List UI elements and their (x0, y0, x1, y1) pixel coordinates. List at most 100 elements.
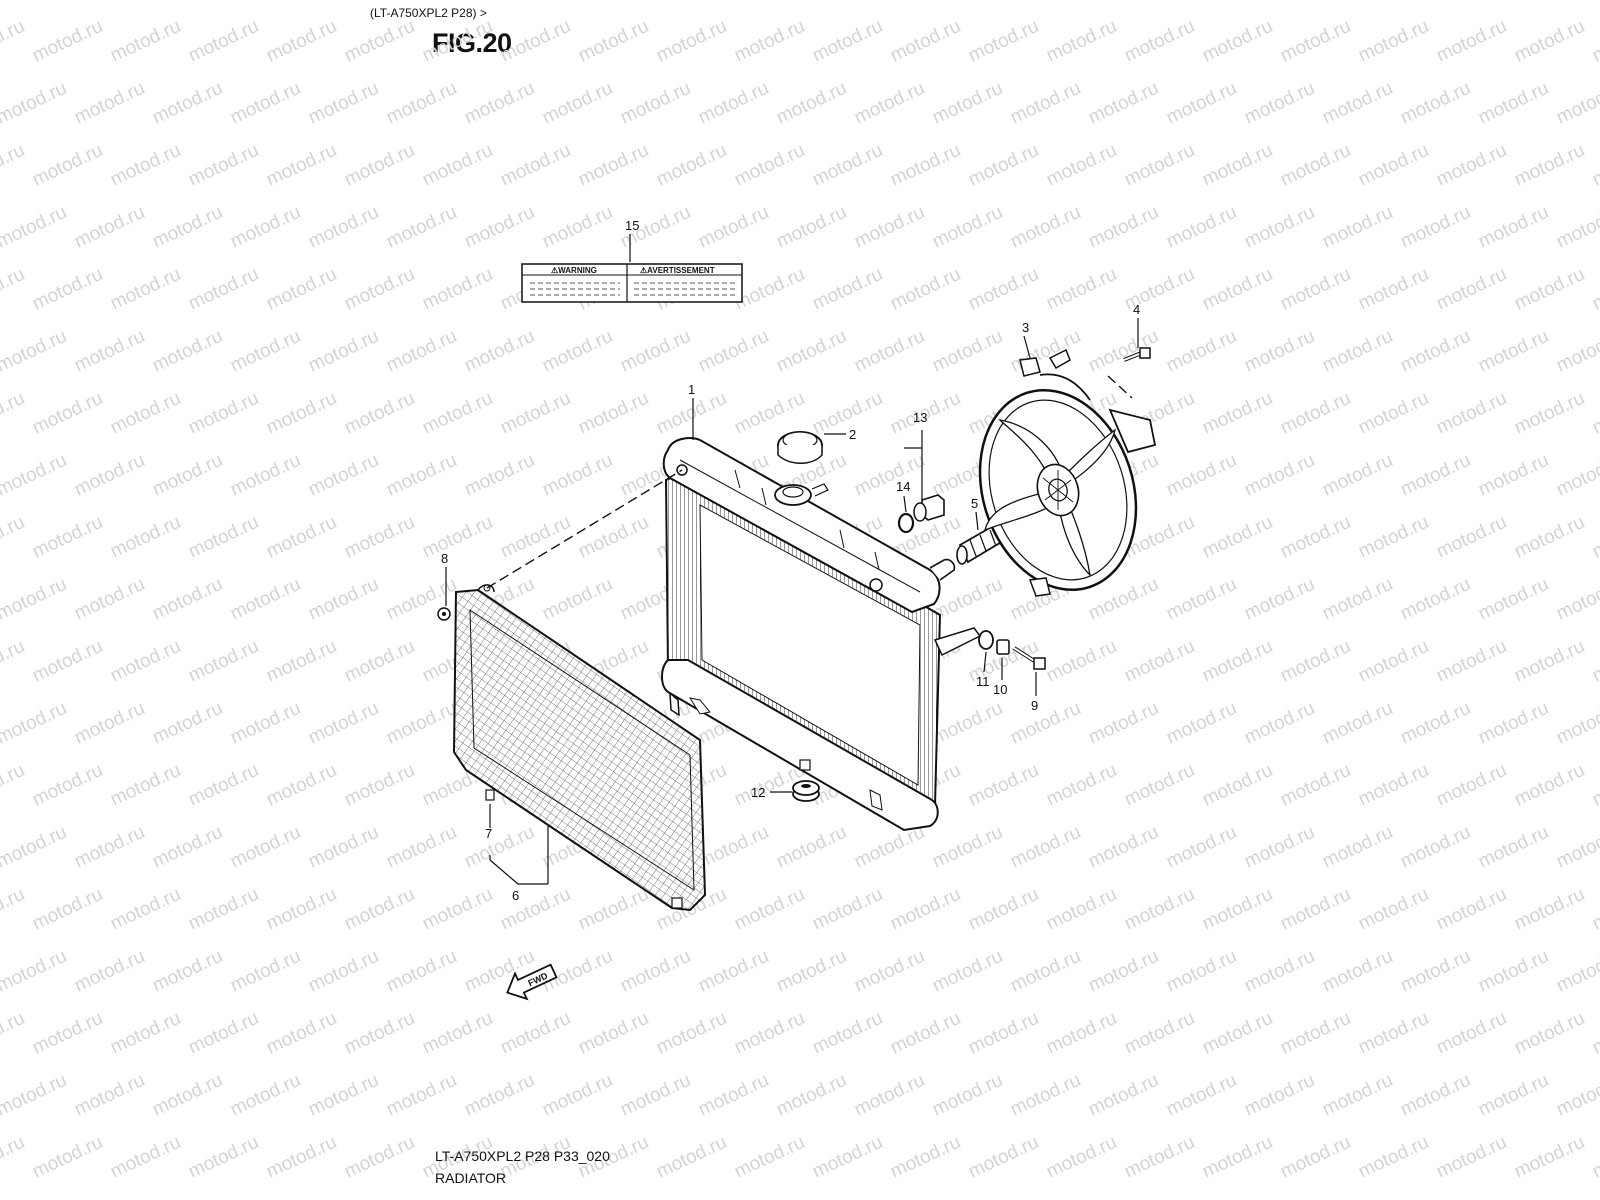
watermark-text: motod.ru (1553, 326, 1600, 377)
watermark-text: motod.ru (461, 1194, 538, 1200)
watermark-text: motod.ru (263, 760, 340, 811)
callout-13: 13 (913, 410, 927, 425)
watermark-text: motod.ru (227, 946, 304, 997)
watermark-text: motod.ru (1589, 264, 1600, 315)
callout-numbers: 15 1 2 3 4 13 14 5 8 11 10 9 12 7 6 (441, 218, 1140, 903)
watermark-text: motod.ru (1277, 388, 1354, 439)
watermark-text: motod.ru (1085, 822, 1162, 873)
watermark-text: motod.ru (1085, 698, 1162, 749)
watermark-text: motod.ru (1007, 326, 1084, 377)
watermark-text: motod.ru (227, 574, 304, 625)
watermark-text: motod.ru (1433, 140, 1510, 191)
bolt-9 (1012, 646, 1046, 670)
watermark-text: motod.ru (1163, 450, 1240, 501)
watermark-text: motod.ru (1319, 450, 1396, 501)
watermark-text: motod.ru (305, 450, 382, 501)
watermark-text: motod.ru (461, 78, 538, 129)
watermark-text: motod.ru (1355, 388, 1432, 439)
watermark-text: motod.ru (341, 636, 418, 687)
watermark-text: motod.ru (1589, 1008, 1600, 1059)
watermark-text: motod.ru (809, 884, 886, 935)
watermark-text: motod.ru (1319, 574, 1396, 625)
watermark-text: motod.ru (1433, 264, 1510, 315)
watermark-text: motod.ru (1397, 822, 1474, 873)
watermark-text: motod.ru (1043, 1008, 1120, 1059)
watermark-text: motod.ru (305, 574, 382, 625)
watermark-text: motod.ru (1589, 140, 1600, 191)
watermark-text: motod.ru (1589, 1132, 1600, 1183)
fwd-direction-arrow: FWD (506, 963, 558, 1001)
callout-3: 3 (1022, 320, 1029, 335)
watermark-text: motod.ru (107, 512, 184, 563)
watermark-text: motod.ru (653, 140, 730, 191)
watermark-text: motod.ru (1511, 760, 1588, 811)
watermark-text: motod.ru (1553, 450, 1600, 501)
watermark-text: motod.ru (1007, 946, 1084, 997)
watermark-text: motod.ru (1475, 946, 1552, 997)
watermark-text: motod.ru (929, 0, 1006, 5)
watermark-text: motod.ru (1355, 1008, 1432, 1059)
watermark-text: motod.ru (1199, 884, 1276, 935)
watermark-text: motod.ru (1589, 884, 1600, 935)
watermark-text: motod.ru (539, 1194, 616, 1200)
watermark-text: motod.ru (1553, 574, 1600, 625)
callout-11: 11 (976, 674, 990, 689)
watermark-text: motod.ru (1355, 264, 1432, 315)
watermark-text: motod.ru (731, 1132, 808, 1183)
watermark-text: motod.ru (617, 1070, 694, 1121)
watermark-text: motod.ru (227, 450, 304, 501)
watermark-text: motod.ru (0, 1070, 70, 1121)
watermark-text: motod.ru (185, 636, 262, 687)
watermark-text: motod.ru (305, 0, 382, 5)
watermark-text: motod.ru (497, 140, 574, 191)
watermark-text: motod.ru (383, 202, 460, 253)
watermark-text: motod.ru (539, 450, 616, 501)
watermark-text: motod.ru (929, 202, 1006, 253)
watermark-text: motod.ru (1241, 78, 1318, 129)
watermark-text: motod.ru (1433, 1008, 1510, 1059)
watermark-text: motod.ru (71, 202, 148, 253)
watermark-text: motod.ru (1433, 760, 1510, 811)
watermark-text: motod.ru (851, 1070, 928, 1121)
watermark-text: motod.ru (1475, 326, 1552, 377)
watermark-text: motod.ru (695, 326, 772, 377)
watermark-text: motod.ru (731, 264, 808, 315)
watermark-text: motod.ru (539, 326, 616, 377)
watermark-text: motod.ru (1475, 0, 1552, 5)
watermark-text: motod.ru (263, 512, 340, 563)
watermark-text: motod.ru (575, 140, 652, 191)
watermark-text: motod.ru (1199, 16, 1276, 67)
watermark-text: motod.ru (1277, 1008, 1354, 1059)
watermark-text: motod.ru (965, 884, 1042, 935)
radiator-cap (777, 431, 823, 464)
watermark-text: motod.ru (1277, 760, 1354, 811)
watermark-text: motod.ru (497, 884, 574, 935)
watermark-text: motod.ru (1043, 264, 1120, 315)
watermark-text: motod.ru (71, 450, 148, 501)
watermark-text: motod.ru (185, 512, 262, 563)
watermark-text: motod.ru (341, 264, 418, 315)
watermark-text: motod.ru (1475, 822, 1552, 873)
watermark-text: motod.ru (1241, 1194, 1318, 1200)
watermark-text: motod.ru (419, 16, 496, 67)
watermark-text: motod.ru (1475, 450, 1552, 501)
watermark-text: motod.ru (1397, 946, 1474, 997)
watermark-text: motod.ru (1121, 1008, 1198, 1059)
watermark-text: motod.ru (0, 202, 70, 253)
watermark-text: motod.ru (1163, 946, 1240, 997)
watermark-text: motod.ru (227, 698, 304, 749)
alignment-lines (486, 375, 1133, 589)
watermark-text: motod.ru (263, 140, 340, 191)
watermark-text: motod.ru (29, 1132, 106, 1183)
watermark-text: motod.ru (1043, 1132, 1120, 1183)
watermark-text: motod.ru (1199, 636, 1276, 687)
watermark-text: motod.ru (383, 946, 460, 997)
watermark-text: motod.ru (419, 512, 496, 563)
watermark-text: motod.ru (1163, 0, 1240, 5)
grommet-11 (978, 630, 994, 650)
watermark-text: motod.ru (653, 1132, 730, 1183)
watermark-text: motod.ru (1397, 326, 1474, 377)
watermark-text: motod.ru (1007, 78, 1084, 129)
watermark-text: motod.ru (71, 1194, 148, 1200)
